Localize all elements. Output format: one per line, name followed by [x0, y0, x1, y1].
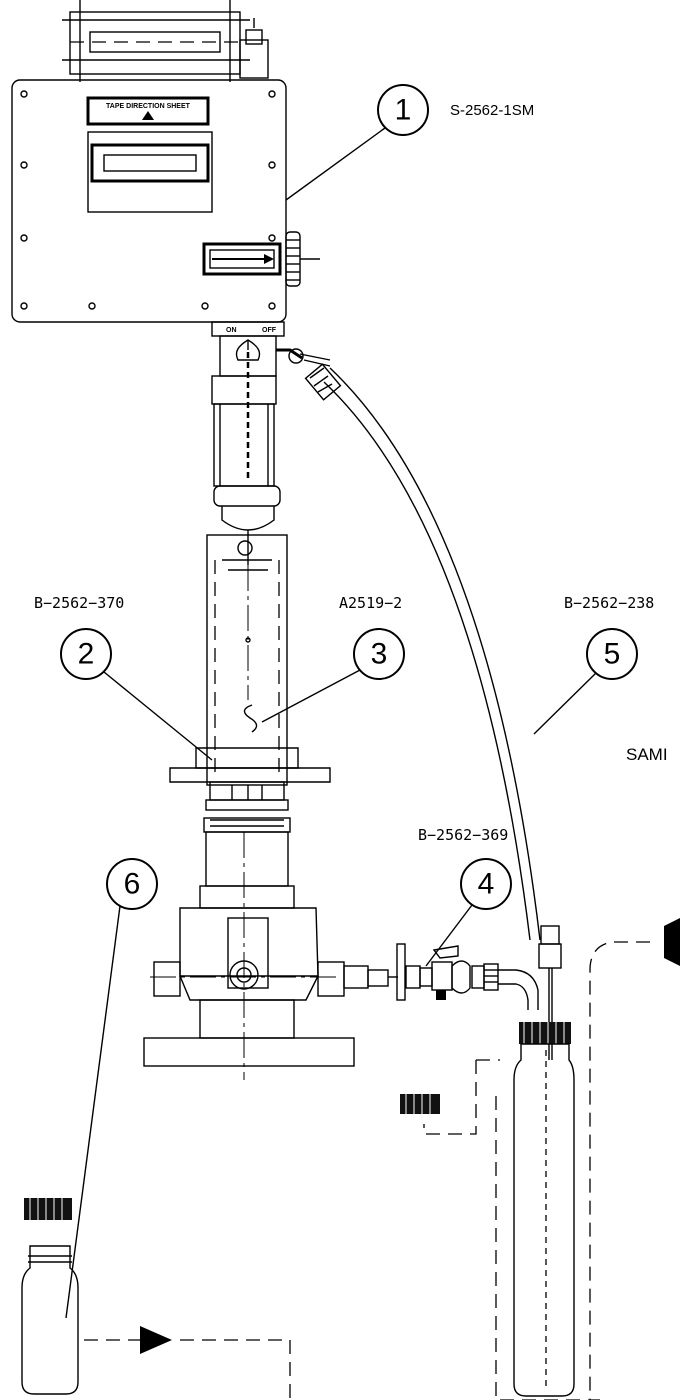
sampling-valve	[396, 943, 539, 1010]
callout-2: 2 B−2562−370	[34, 594, 213, 761]
lower-valve-body	[143, 817, 398, 1080]
callout-3-number: 3	[371, 638, 388, 671]
bottle-cap	[400, 1094, 440, 1114]
callout-6: 6	[65, 858, 158, 1319]
flow-arrow-icon	[140, 1326, 172, 1354]
sample-hose	[304, 363, 562, 1060]
callout-5: 5 B−2562−238	[533, 594, 654, 735]
callout-3-part: A2519−2	[339, 594, 402, 612]
spare-bottle	[21, 1198, 79, 1395]
flow-path	[84, 918, 680, 1400]
callout-2-number: 2	[78, 638, 95, 671]
callout-5-number: 5	[604, 638, 621, 671]
callout-4-part: B−2562−369	[418, 826, 508, 844]
valve-on-label: ON	[226, 327, 237, 334]
advance-arrow-icon	[264, 254, 274, 264]
tape-direction-label: TAPE DIRECTION SHEET	[106, 103, 191, 110]
shutoff-valve: ON OFF	[211, 321, 331, 565]
callout-2-part: B−2562−370	[34, 594, 124, 612]
top-handle	[62, 0, 269, 82]
direction-arrow-icon	[142, 111, 154, 120]
side-note-text: SAMI	[626, 745, 668, 764]
sampler-box: TAPE DIRECTION SHEET	[11, 79, 320, 323]
callout-4: 4 B−2562−369	[418, 826, 512, 967]
sample-tube	[169, 534, 331, 811]
callout-3: 3 A2519−2	[261, 594, 405, 723]
callout-6-number: 6	[124, 868, 141, 901]
flow-arrow-right-icon	[664, 918, 680, 966]
callout-1-number: 1	[395, 94, 412, 127]
callout-1-part: S-2562-1SM	[450, 102, 534, 119]
collection-bottle	[513, 1022, 575, 1397]
valve-off-label: OFF	[262, 327, 277, 334]
callout-5-part: B−2562−238	[564, 594, 654, 612]
callout-4-number: 4	[478, 868, 495, 901]
callout-1: 1 S-2562-1SM	[285, 84, 534, 201]
